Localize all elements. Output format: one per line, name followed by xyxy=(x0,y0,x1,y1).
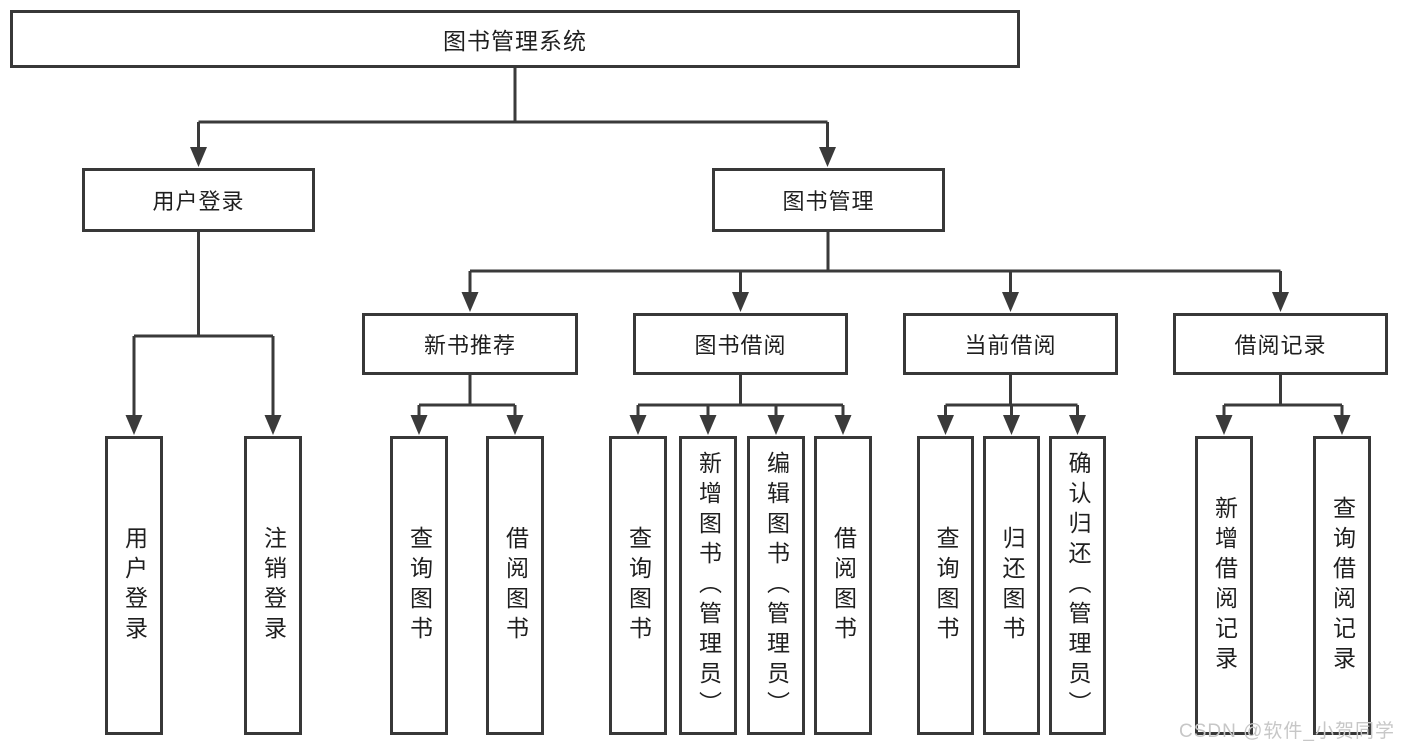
csdn-watermark: CSDN @软件_小贺同学 xyxy=(1179,721,1395,742)
arrowhead xyxy=(819,147,836,167)
arrowhead xyxy=(410,415,428,435)
arrowhead xyxy=(834,415,852,435)
arrowhead xyxy=(629,415,647,435)
arrowhead xyxy=(1003,415,1020,435)
leaf-query-books: 查询图书 xyxy=(917,436,974,735)
arrowhead xyxy=(732,292,749,312)
node-current-borrowing: 当前借阅 xyxy=(903,313,1118,375)
leaf-user-login: 用户登录 xyxy=(105,436,163,735)
arrowhead xyxy=(1333,415,1351,435)
leaf-confirm-return-admin: 确认归还（管理员） xyxy=(1049,436,1106,735)
arrowhead xyxy=(190,147,207,167)
leaf-query-books: 查询图书 xyxy=(390,436,448,735)
node-new-book-recommend: 新书推荐 xyxy=(362,313,578,375)
arrowhead xyxy=(767,415,785,435)
node-borrow-records: 借阅记录 xyxy=(1173,313,1388,375)
node-book-management: 图书管理 xyxy=(712,168,945,232)
arrowhead xyxy=(125,415,143,435)
arrowhead xyxy=(937,415,954,435)
arrowhead xyxy=(699,415,717,435)
leaf-borrow-books: 借阅图书 xyxy=(486,436,544,735)
leaf-logout: 注销登录 xyxy=(244,436,302,735)
leaf-edit-books-admin: 编辑图书（管理员） xyxy=(747,436,805,735)
leaf-query-borrow-record: 查询借阅记录 xyxy=(1313,436,1371,735)
leaf-return-books: 归还图书 xyxy=(983,436,1040,735)
node-user-login: 用户登录 xyxy=(82,168,315,232)
arrowhead xyxy=(1272,292,1289,312)
leaf-add-books-admin: 新增图书（管理员） xyxy=(679,436,737,735)
node-book-borrowing: 图书借阅 xyxy=(633,313,848,375)
leaf-borrow-books: 借阅图书 xyxy=(814,436,872,735)
node-root-system: 图书管理系统 xyxy=(10,10,1020,68)
arrowhead xyxy=(461,292,479,312)
arrowhead xyxy=(506,415,524,435)
arrowhead xyxy=(1069,415,1086,435)
leaf-query-books: 查询图书 xyxy=(609,436,667,735)
arrowhead xyxy=(264,415,282,435)
arrowhead xyxy=(1215,415,1233,435)
leaf-add-borrow-record: 新增借阅记录 xyxy=(1195,436,1253,735)
tree-edges xyxy=(132,68,1344,421)
arrowhead xyxy=(1002,292,1019,312)
